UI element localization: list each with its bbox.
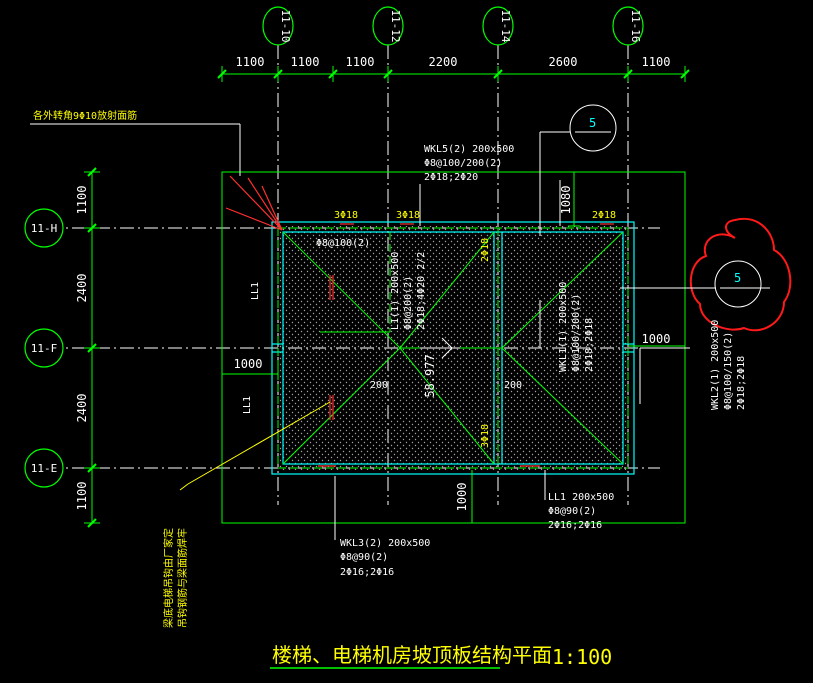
- ll1-label-b: LL1: [242, 396, 253, 414]
- revision-cloud: [689, 217, 792, 332]
- ll1-bottom-label-2: Φ8@90(2): [548, 506, 596, 517]
- axis-left-1: 11-H: [31, 222, 58, 235]
- axis-top-3: 11-14: [499, 9, 512, 42]
- axis-left-3: 11-E: [31, 462, 58, 475]
- axis-top-1: 11-10: [279, 9, 292, 42]
- left-dimension-line: [84, 167, 100, 528]
- leader-lines: [334, 180, 690, 540]
- bar-2-18-mid: 2Φ18: [480, 238, 491, 262]
- top-dim-5: 2600: [549, 55, 578, 69]
- beam-dashed-lines: [277, 227, 629, 469]
- slope-ridge-lines: [282, 231, 624, 465]
- detail-mark-right-number: 5: [734, 271, 741, 285]
- axis-labels-left: 11-H 11-F 11-E: [31, 222, 58, 475]
- dim-1000-right: 1000: [642, 332, 671, 346]
- bar-3-18-a: 3Φ18: [334, 210, 358, 221]
- hoist-leader-line: [179, 401, 331, 491]
- top-dim-4: 2200: [429, 55, 458, 69]
- detail-mark-top-number: 5: [589, 116, 596, 130]
- bar-3-18-low: 3Φ18: [480, 424, 491, 448]
- axis-bubbles-top: [262, 6, 644, 46]
- wkl5-label-3: 2Φ18;2Φ20: [424, 172, 478, 183]
- wkl3-label-3: 2Φ16;2Φ16: [340, 567, 394, 578]
- wkl2-label-3: 2Φ18;2Φ18: [736, 356, 747, 410]
- hoist-note-1: 梁底电梯吊钩由厂家定: [162, 528, 175, 628]
- left-dim-4: 1100: [75, 482, 89, 511]
- wkl1-label-1: WKL1(1) 200x500: [558, 282, 569, 372]
- wkl3-label-1: WKL3(2) 200x500: [340, 538, 430, 549]
- stirrup-100: Φ8@100(2): [316, 238, 370, 249]
- left-dim-1: 1100: [75, 186, 89, 215]
- wkl3-label-2: Φ8@90(2): [340, 552, 388, 563]
- dim-1000-left: 1000: [234, 357, 263, 371]
- ll1-bottom-label-1: LL1 200x500: [548, 492, 614, 503]
- left-dimension-texts: 1100 2400 2400 1100: [75, 186, 89, 511]
- dim-1080: 1080: [559, 186, 573, 215]
- axis-top-4: 11-16: [629, 9, 642, 42]
- top-dimension-line: [217, 66, 690, 82]
- dim-1000-bottom: 1000: [455, 483, 469, 512]
- wkl5-label-2: Φ8@100/200(2): [424, 158, 502, 169]
- rebar-marks: [225, 175, 614, 467]
- drawing-title: 楼梯、电梯机房坡顶板结构平面: [272, 643, 552, 667]
- ll1-bottom-label-3: 2Φ16;2Φ16: [548, 520, 602, 531]
- dim-200-a: 200: [370, 380, 388, 391]
- top-dim-3: 1100: [346, 55, 375, 69]
- wkl1-label-3: 2Φ18;2Φ18: [584, 318, 595, 372]
- hoist-note-2: 吊钩钢筋与梁面筋焊牢: [176, 528, 189, 628]
- wkl5-label-1: WKL5(2) 200x500: [424, 144, 514, 155]
- left-dim-3: 2400: [75, 394, 89, 423]
- wkl1-label-2: Φ8@100/200(2): [571, 294, 582, 372]
- wkl2-label-1: WKL2(1) 200x500: [710, 320, 721, 410]
- inner-dimension-lines: [221, 171, 685, 524]
- top-dimension-texts: 1100 1100 1100 2200 2600 1100: [236, 55, 671, 69]
- bar-3-18-b: 3Φ18: [396, 210, 420, 221]
- detail-mark-right: 5: [620, 260, 770, 308]
- axis-bubbles-left: [24, 208, 64, 488]
- l1-label-1: L1(1) 200x500: [390, 252, 401, 330]
- l1-label-3: 2Φ18;4Φ20 2/2: [416, 252, 427, 330]
- drawing-scale: 1:100: [552, 645, 612, 669]
- ll1-label-a: LL1: [250, 282, 261, 300]
- wkl2-label-2: Φ8@100/150(2): [723, 332, 734, 410]
- top-dim-6: 1100: [642, 55, 671, 69]
- axis-left-2: 11-F: [31, 342, 58, 355]
- axis-labels-top: 11-10 11-12 11-14 11-16: [279, 9, 642, 42]
- corner-leader-line: [30, 123, 241, 176]
- l1-label-2: Φ8@200(2): [403, 276, 414, 330]
- dim-200-b: 200: [504, 380, 522, 391]
- bar-2-18-top: 2Φ18: [592, 210, 616, 221]
- axis-top-2: 11-12: [389, 9, 402, 42]
- corner-rebar-note: 各外转角9Φ10放射面筋: [33, 109, 137, 122]
- top-dim-1: 1100: [236, 55, 265, 69]
- elevation-label: 58.977: [423, 354, 437, 397]
- detail-mark-top: 5: [539, 104, 617, 236]
- left-dim-2: 2400: [75, 274, 89, 303]
- top-dim-2: 1100: [291, 55, 320, 69]
